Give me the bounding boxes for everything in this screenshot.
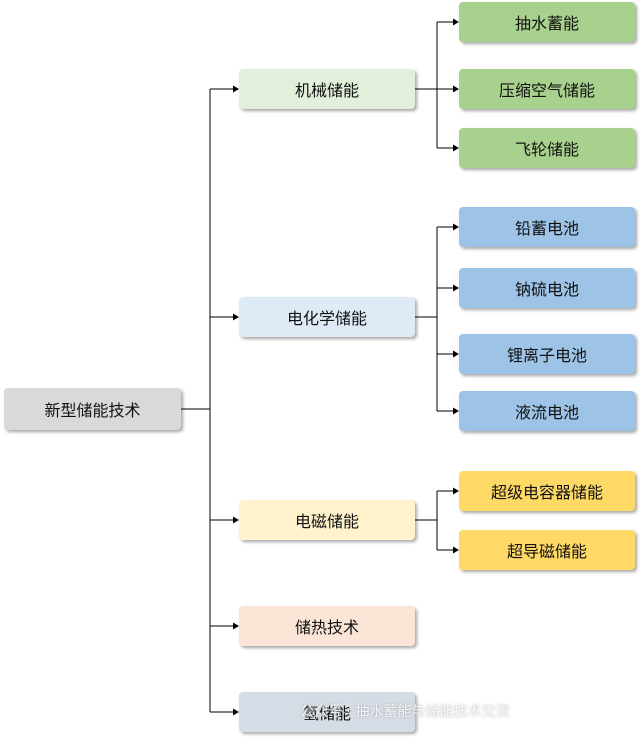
leaf-arrow (453, 350, 459, 358)
leaf-node-superconducting-magnetic: 超导磁储能 (459, 530, 635, 570)
leaf-node-lead-acid: 铅蓄电池 (459, 207, 635, 247)
category-arrow (233, 622, 239, 630)
leaf-arrow (453, 407, 459, 415)
leaf-node-flywheel: 飞轮储能 (459, 128, 635, 168)
leaf-node-sodium-sulfur: 钠硫电池 (459, 268, 635, 308)
category-arrow (233, 85, 239, 93)
leaf-arrow (453, 284, 459, 292)
category-arrow (233, 516, 239, 524)
leaf-arrow (453, 546, 459, 554)
leaf-arrow (453, 18, 459, 26)
watermark: 公众号 · 抽水蓄能与储能技术交流 (300, 704, 510, 720)
category-node-mechanical: 机械储能 (239, 69, 415, 109)
leaf-node-compressed-air: 压缩空气储能 (459, 69, 635, 109)
category-arrow (233, 708, 239, 716)
leaf-node-flow-battery: 液流电池 (459, 391, 635, 431)
root-node: 新型储能技术 (4, 388, 181, 430)
category-arrow (233, 313, 239, 321)
category-node-hydrogen: 氢储能 (239, 692, 415, 732)
category-node-thermal: 储热技术 (239, 606, 415, 646)
leaf-arrow (453, 487, 459, 495)
category-node-electrochemical: 电化学储能 (239, 297, 415, 337)
leaf-node-pumped-hydro: 抽水蓄能 (459, 2, 635, 42)
leaf-arrow (453, 144, 459, 152)
leaf-arrow (453, 85, 459, 93)
leaf-arrow (453, 223, 459, 231)
category-node-electromagnetic: 电磁储能 (239, 500, 415, 540)
leaf-node-lithium-ion: 锂离子电池 (459, 334, 635, 374)
leaf-node-supercapacitor: 超级电容器储能 (459, 471, 635, 511)
